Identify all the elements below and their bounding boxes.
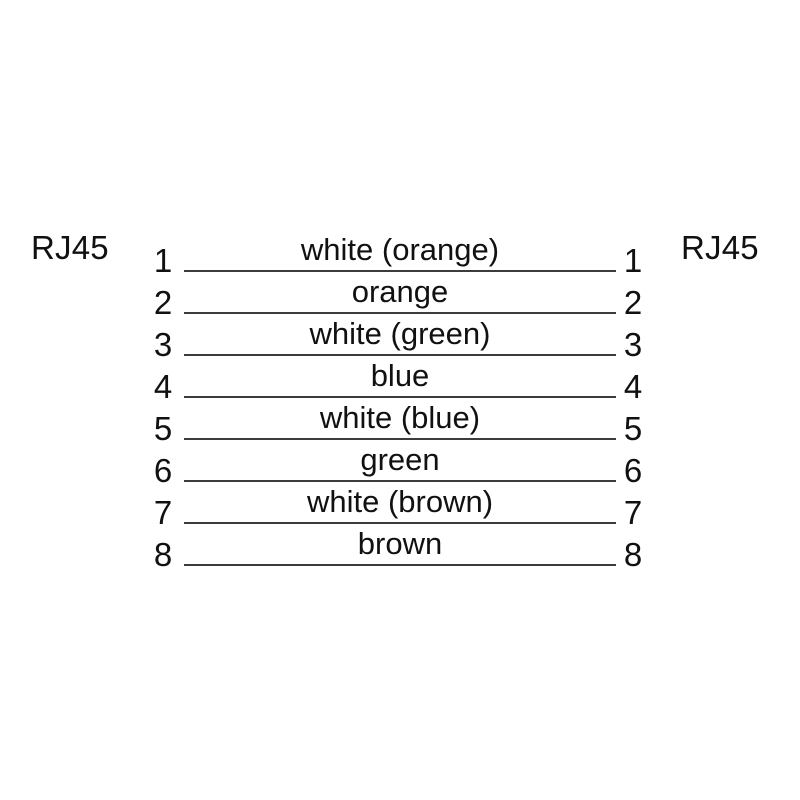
right-connector-label: RJ45 [681, 229, 759, 266]
left-pin-number: 4 [153, 368, 173, 405]
wire-color-label: blue [370, 358, 430, 393]
wire-color-label: white (green) [309, 316, 491, 351]
wire-row: white (brown) 7 7 [0, 484, 800, 531]
left-pin-number: 1 [153, 242, 173, 279]
wire-color-label: orange [351, 274, 449, 309]
wire-row: white (green) 3 3 [0, 316, 800, 363]
wire-row: blue 4 4 [0, 358, 800, 405]
wire-conductor-line [184, 564, 616, 566]
left-pin-number: 5 [153, 410, 173, 447]
wire-row: green 6 6 [0, 442, 800, 489]
right-pin-number: 1 [623, 242, 643, 279]
wire-conductor-line [184, 312, 616, 314]
left-pin-number: 3 [153, 326, 173, 363]
wire-conductor-line [184, 438, 616, 440]
right-pin-number: 6 [623, 452, 643, 489]
left-connector-label: RJ45 [31, 229, 109, 266]
right-pin-number: 8 [623, 536, 643, 573]
right-pin-number: 4 [623, 368, 643, 405]
left-pin-number: 8 [153, 536, 173, 573]
wire-conductor-line [184, 480, 616, 482]
wire-row: brown 8 8 [0, 526, 800, 573]
wire-row: white (orange) 1 1 [0, 232, 800, 279]
right-pin-number: 3 [623, 326, 643, 363]
wire-conductor-line [184, 354, 616, 356]
right-pin-number: 7 [623, 494, 643, 531]
wire-color-label: white (orange) [300, 232, 500, 267]
wire-color-label: white (blue) [319, 400, 481, 435]
wire-conductor-line [184, 270, 616, 272]
left-pin-number: 7 [153, 494, 173, 531]
left-pin-number: 6 [153, 452, 173, 489]
wire-row: orange 2 2 [0, 274, 800, 321]
right-pin-number: 2 [623, 284, 643, 321]
left-pin-number: 2 [153, 284, 173, 321]
wire-color-label: brown [357, 526, 443, 561]
right-pin-number: 5 [623, 410, 643, 447]
wire-conductor-line [184, 396, 616, 398]
wire-color-label: white (brown) [306, 484, 494, 519]
wire-row: white (blue) 5 5 [0, 400, 800, 447]
wire-color-label: green [360, 442, 440, 477]
wire-conductor-line [184, 522, 616, 524]
